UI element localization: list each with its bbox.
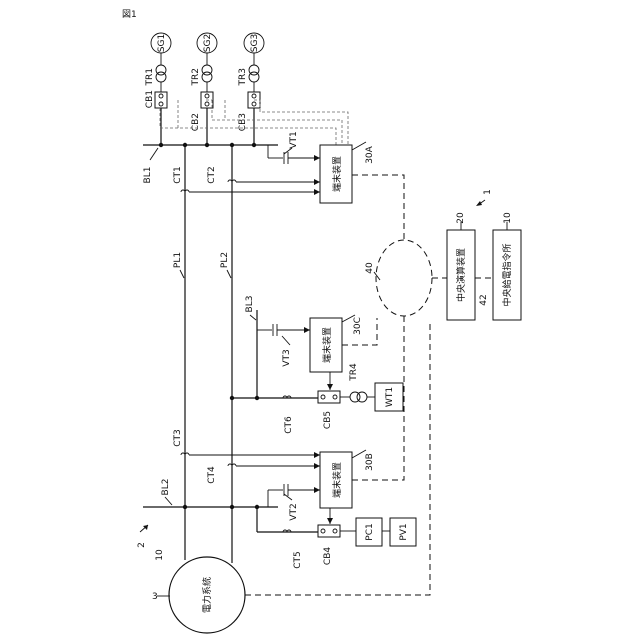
label-bl2: BL2 bbox=[161, 479, 171, 496]
label-ct3: CT3 bbox=[173, 429, 183, 447]
label-ct2: CT2 bbox=[207, 166, 217, 184]
label-cb4: CB4 bbox=[323, 547, 333, 565]
terminal-30a-ref: 30A bbox=[365, 145, 375, 163]
label-10: 10 bbox=[155, 549, 165, 561]
terminal-30b-ref: 30B bbox=[365, 453, 375, 471]
label-vt1: VT1 bbox=[289, 131, 299, 148]
label-42: 42 bbox=[479, 294, 489, 305]
label-network-40: 40 bbox=[365, 262, 375, 274]
label-cb3: CB3 bbox=[238, 113, 248, 131]
label-tr2: TR2 bbox=[191, 68, 201, 86]
label-10b: 10 bbox=[503, 212, 513, 224]
svg-text:SG2: SG2 bbox=[203, 34, 213, 52]
terminal-30c-ref: 30C bbox=[353, 317, 363, 335]
label-bl3: BL3 bbox=[245, 296, 255, 313]
label-system-3: 3 bbox=[152, 592, 158, 602]
terminal-30c-label: 端末装置 bbox=[321, 327, 333, 363]
label-pl2: PL2 bbox=[220, 252, 230, 268]
svg-text:SG3: SG3 bbox=[250, 34, 260, 52]
svg-text:WT1: WT1 bbox=[385, 387, 395, 407]
terminal-30b-label: 端末装置 bbox=[331, 462, 343, 498]
label-tr3: TR3 bbox=[238, 68, 248, 86]
label-bl1: BL1 bbox=[143, 167, 153, 184]
svg-text:SG1: SG1 bbox=[157, 34, 167, 52]
label-pl1: PL1 bbox=[173, 252, 183, 268]
label-ct6: CT6 bbox=[284, 416, 294, 434]
terminal-30a-label: 端末装置 bbox=[331, 156, 343, 192]
label-system-1: 1 bbox=[483, 189, 493, 195]
svg-text:PV1: PV1 bbox=[399, 523, 409, 540]
svg-text:中央演算装置: 中央演算装置 bbox=[455, 248, 467, 302]
label-ct4: CT4 bbox=[207, 466, 217, 484]
figure-label: 図1 bbox=[122, 9, 137, 20]
label-tr4: TR4 bbox=[349, 363, 359, 382]
label-cb1: CB1 bbox=[145, 90, 155, 108]
label-cb2: CB2 bbox=[191, 113, 201, 131]
label-ct5: CT5 bbox=[293, 551, 303, 569]
svg-text:PC1: PC1 bbox=[365, 523, 375, 540]
network-40 bbox=[376, 240, 432, 316]
label-cb5: CB5 bbox=[323, 411, 333, 429]
label-2: 2 bbox=[137, 542, 147, 548]
label-vt2: VT2 bbox=[289, 503, 299, 520]
label-vt3: VT3 bbox=[282, 349, 292, 366]
label-ct1: CT1 bbox=[173, 166, 183, 184]
label-20: 20 bbox=[456, 212, 466, 224]
svg-text:中央給電指令所: 中央給電指令所 bbox=[501, 243, 513, 306]
label-tr1: TR1 bbox=[145, 68, 155, 86]
svg-text:電力系統: 電力系統 bbox=[201, 577, 213, 613]
